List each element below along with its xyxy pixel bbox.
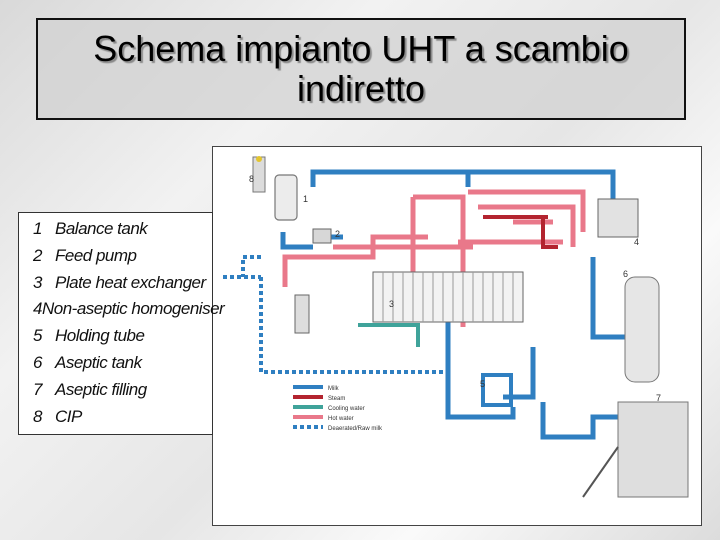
diagram-canvas: 1 2 3 4 5 6 7 8 Milk Steam Cooling water…	[223, 156, 689, 498]
steam-lines	[483, 215, 558, 249]
homogeniser	[597, 198, 639, 238]
legend-item-label: Non-aseptic homogeniser	[41, 299, 225, 319]
flow-legend: Milk Steam Cooling water Hot water Deaer…	[293, 385, 383, 432]
milk-pipe	[280, 232, 313, 250]
legend-item-label: Plate heat exchanger	[55, 272, 206, 292]
deaerated-milk-pipe	[259, 277, 443, 374]
legend-item: 2 Feed pump	[33, 246, 212, 273]
legend-item: 1 Balance tank	[33, 219, 212, 246]
legend-item-label: Balance tank	[55, 219, 148, 238]
legend-item: 3 Plate heat exchanger	[33, 273, 212, 300]
component-number-1: 1	[303, 194, 308, 204]
legend-label-milk: Milk	[328, 386, 340, 392]
hot-water-pipe	[468, 189, 586, 232]
steam-pipe	[541, 217, 558, 249]
legend-item-label: Aseptic tank	[55, 352, 142, 372]
balance-tank	[274, 174, 298, 221]
legend-item-label: Feed pump	[55, 245, 137, 265]
legend-item: 6 Aseptic tank	[33, 353, 212, 380]
cip-unit	[252, 156, 266, 193]
legend-item: 5 Holding tube	[33, 326, 212, 353]
legend-item-number: 5	[33, 326, 42, 346]
milk-pipe	[445, 322, 516, 420]
component-number-6: 6	[623, 269, 628, 279]
uht-plant-diagram: 1 2 3 4 5 6 7 8 Milk Steam Cooling water…	[212, 146, 702, 526]
component-number-2: 2	[335, 229, 340, 239]
legend-label-steam: Steam	[328, 396, 345, 402]
component-number-8: 8	[249, 174, 254, 184]
legend-item: 7 Aseptic filling	[33, 380, 212, 407]
legend-item: 4 Non-aseptic homogeniser	[33, 299, 225, 326]
pump-unit	[294, 294, 310, 334]
milk-pipe	[540, 402, 618, 440]
legend-item-number: 6	[33, 352, 42, 372]
legend-item-label: Holding tube	[55, 326, 145, 346]
legend-item-number: 1	[33, 219, 42, 238]
legend-item-number: 2	[33, 245, 42, 265]
milk-lines	[280, 169, 633, 440]
slide-title-line-1: Schema impianto UHT a scambio	[93, 28, 629, 69]
legend-item-number: 7	[33, 379, 42, 399]
holding-tube	[481, 373, 513, 407]
component-number-5: 5	[480, 379, 485, 389]
feed-pump	[312, 228, 332, 244]
deaerated-milk-lines	[223, 255, 443, 374]
cooling-water-pipe	[358, 323, 420, 347]
legend-label-deaerated-milk: Deaerated/Raw milk	[328, 426, 383, 432]
legend-item-number: 3	[33, 272, 42, 292]
component-number-4: 4	[634, 237, 639, 247]
cooling-water-lines	[358, 323, 420, 347]
component-legend: 1 Balance tank 2 Feed pump 3 Plate heat …	[18, 212, 225, 435]
component-number-3: 3	[389, 299, 394, 309]
legend-item-label: CIP	[55, 406, 82, 426]
milk-pipe	[503, 347, 536, 400]
aseptic-filling-machine	[582, 401, 689, 498]
plate-heat-exchanger	[372, 271, 524, 323]
deaerated-milk-pipe	[241, 255, 261, 277]
legend-label-cooling-water: Cooling water	[328, 406, 365, 412]
hot-water-pipe	[282, 234, 428, 287]
slide-title-box: Schema impianto UHT a scambio indiretto	[36, 18, 686, 120]
legend-item-number: 8	[33, 406, 42, 426]
legend-item: 8 CIP	[33, 407, 212, 434]
legend-item-number: 4	[33, 299, 42, 319]
legend-label-hot-water: Hot water	[328, 416, 354, 422]
component-number-7: 7	[656, 393, 661, 403]
legend-item-label: Aseptic filling	[55, 379, 147, 399]
slide-title-line-2: indiretto	[296, 68, 426, 109]
milk-pipe	[590, 257, 633, 340]
aseptic-tank	[624, 276, 660, 383]
hot-water-pipe	[478, 204, 576, 247]
milk-pipe	[310, 169, 471, 187]
